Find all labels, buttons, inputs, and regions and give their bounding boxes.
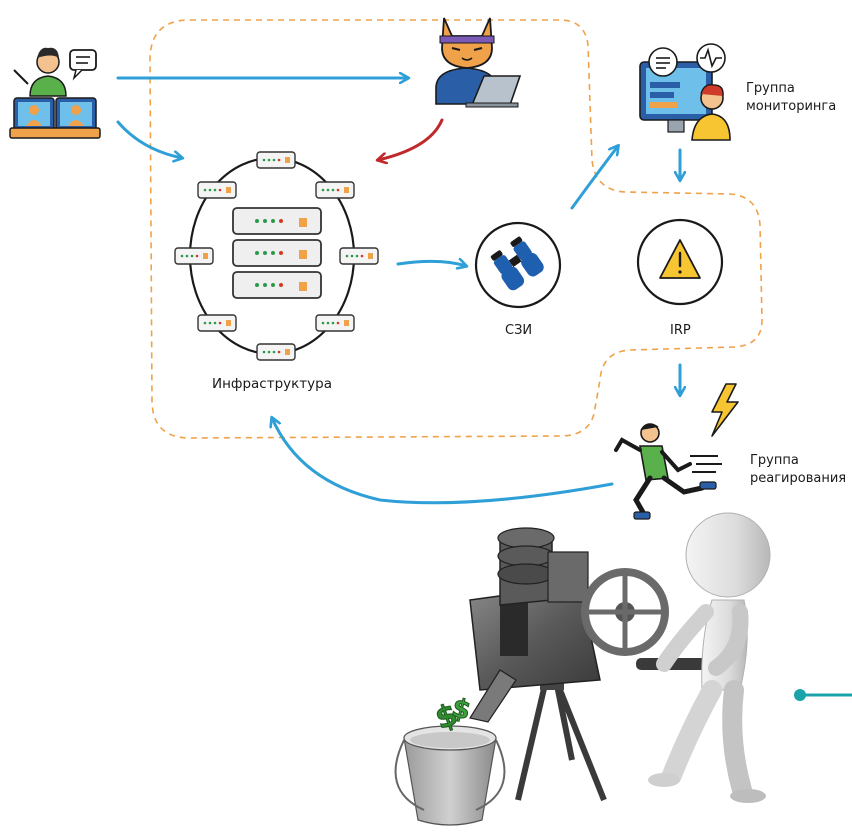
mini-server-icon (256, 343, 296, 361)
irp-label: IRP (670, 323, 691, 338)
infrastructure-label: Инфраструктура (212, 376, 333, 392)
response-group-label-line1: Группа (750, 453, 799, 468)
teal-accent (794, 689, 852, 701)
mini-server-icon (197, 314, 237, 332)
binoculars-icon (490, 236, 544, 291)
arrow-infrastructure-to-szi (396, 261, 466, 266)
mini-server-icon (174, 247, 214, 265)
monitoring-group-label-line1: Группа (746, 81, 795, 96)
mini-server-icon (256, 151, 296, 169)
users-icon (9, 47, 101, 139)
szi-label: СЗИ (505, 323, 533, 338)
dashed-boundary (149, 19, 763, 439)
mini-server-icon (315, 314, 355, 332)
mini-server-icon (315, 181, 355, 199)
szi-node (474, 221, 562, 309)
arrow-szi-to-monitoring (570, 146, 618, 210)
response-group-icon (614, 423, 722, 520)
lightning-icon (711, 383, 739, 437)
mini-server-icon (197, 181, 237, 199)
response-group-label-line2: реагирования (750, 471, 847, 486)
arrow-hacker-to-infrastructure (378, 118, 444, 160)
server-stack-icon (232, 207, 322, 299)
bucket-illustration: $ $ (394, 692, 506, 826)
arrow-response-to-infrastructure (272, 418, 614, 505)
figure-illustration (648, 512, 771, 803)
svg-text:$: $ (448, 693, 473, 727)
irp-node (636, 218, 724, 306)
hacker-cat-icon (435, 17, 522, 108)
arrow-users-to-infrastructure (116, 120, 182, 158)
monitoring-group-icon (639, 43, 731, 141)
monitoring-group-label-line2: мониторинга (746, 99, 837, 114)
mini-server-icon (339, 247, 379, 265)
